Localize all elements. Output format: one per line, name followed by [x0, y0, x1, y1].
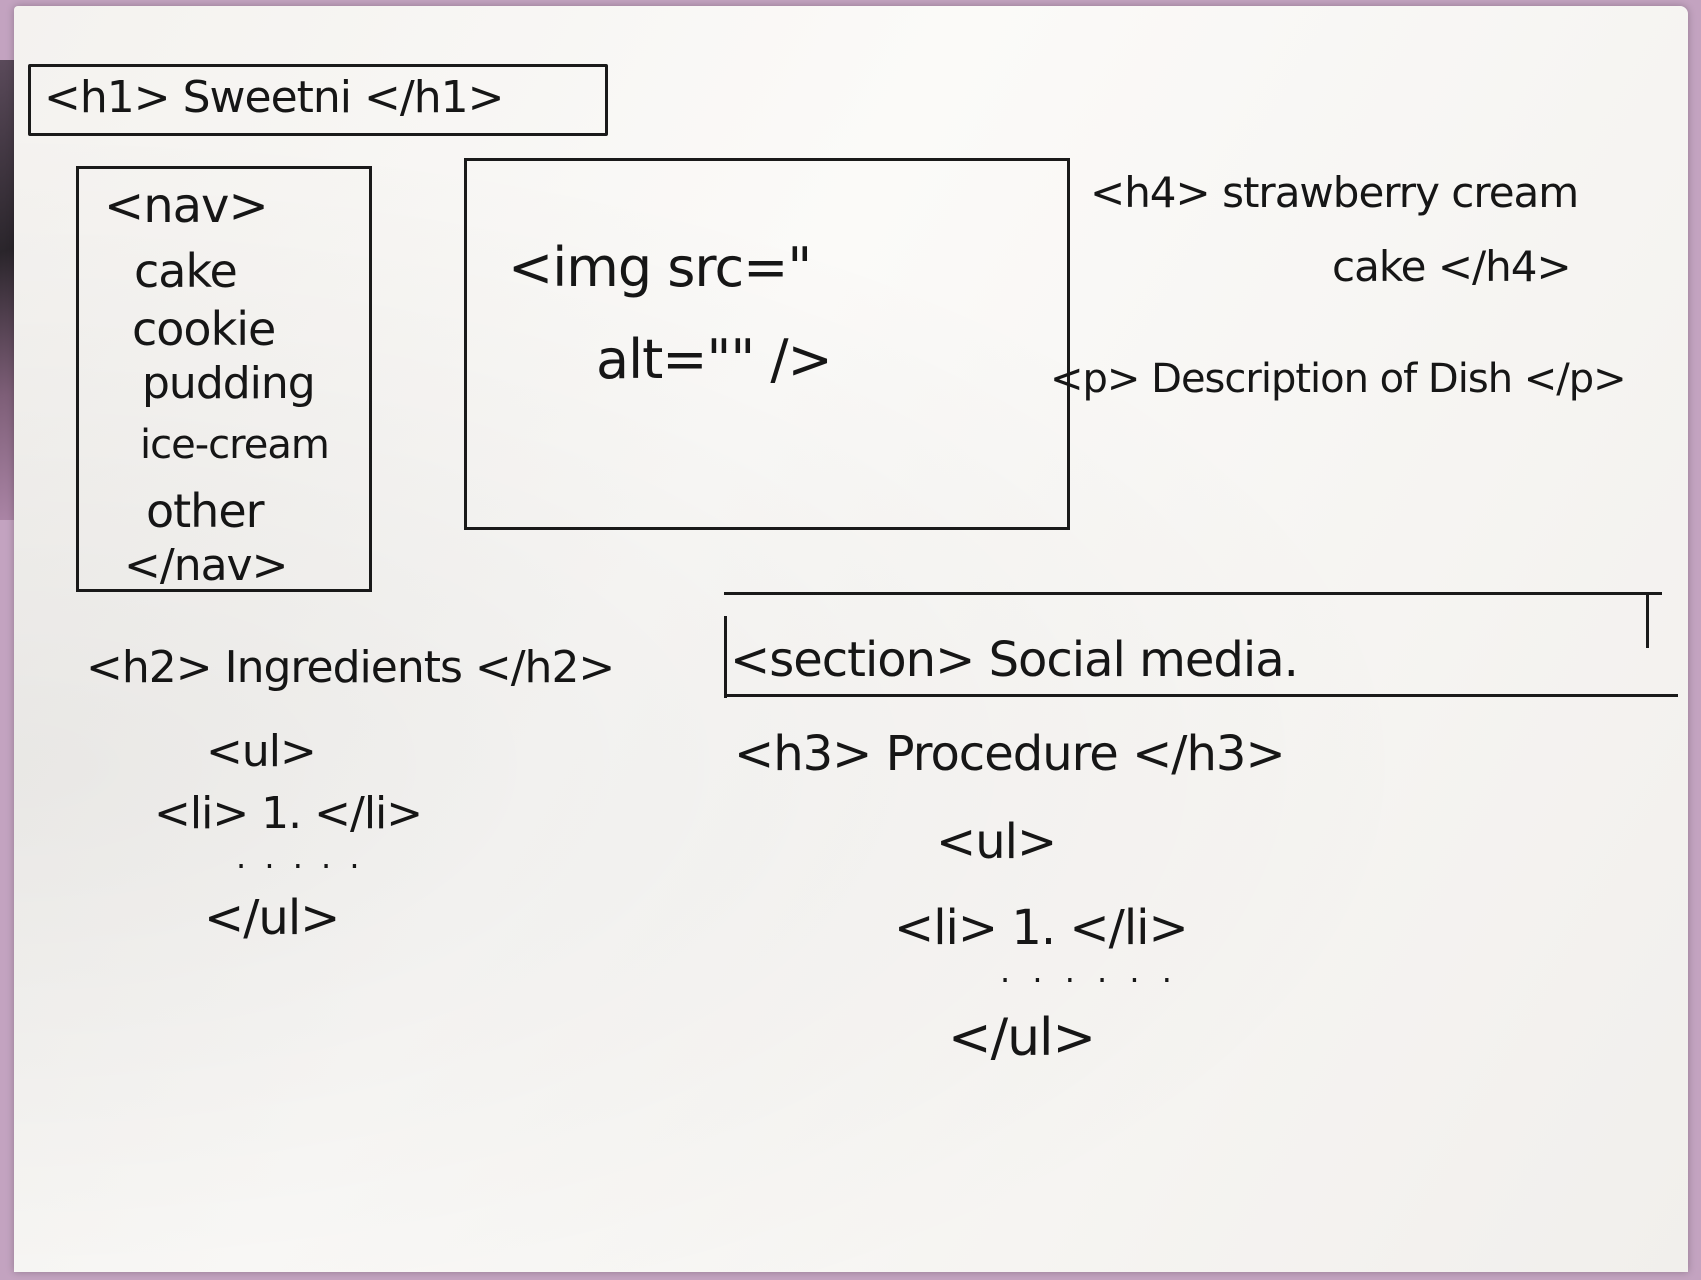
dish-heading-line1: <h4> strawberry cream	[1090, 168, 1579, 217]
nav-item-ice-cream: ice-cream	[140, 422, 330, 468]
dish-heading-line2: cake </h4>	[1332, 242, 1572, 291]
ingredients-heading: <h2> Ingredients </h2>	[86, 642, 615, 693]
dish-description: <p> Description of Dish </p>	[1050, 356, 1627, 402]
procedure-list-open: <ul>	[936, 814, 1057, 870]
page-title: <h1> Sweetni </h1>	[44, 72, 504, 123]
nav-item-pudding: pudding	[142, 358, 316, 409]
image-placeholder-box	[464, 158, 1070, 530]
nav-close-tag: </nav>	[124, 540, 288, 591]
nav-item-other: other	[146, 484, 265, 538]
social-top-line	[724, 592, 1662, 595]
procedure-list-close: </ul>	[948, 1008, 1096, 1068]
image-src-text: <img src="	[508, 236, 812, 299]
social-media-section: <section> Social media.	[730, 632, 1299, 688]
ingredients-list-item: <li> 1. </li>	[154, 788, 423, 839]
procedure-heading: <h3> Procedure </h3>	[734, 726, 1286, 782]
image-alt-text: alt="" />	[596, 328, 833, 391]
social-bottom-line	[724, 694, 1678, 697]
procedure-dots: . . . . . .	[1000, 952, 1178, 990]
nav-item-cake: cake	[134, 244, 238, 298]
nav-open-tag: <nav>	[104, 178, 269, 234]
procedure-list-item: <li> 1. </li>	[894, 900, 1189, 956]
paper-sheet: <h1> Sweetni </h1> <nav> cake cookie pud…	[14, 6, 1688, 1272]
ingredients-dots: . . . . .	[236, 838, 364, 876]
nav-box	[76, 166, 372, 592]
social-right-tick	[1646, 592, 1649, 648]
ingredients-list-open: <ul>	[206, 726, 317, 777]
ingredients-list-close: </ul>	[204, 890, 340, 946]
nav-item-cookie: cookie	[132, 302, 276, 356]
title-box	[28, 64, 608, 136]
social-left-tick	[724, 616, 727, 698]
